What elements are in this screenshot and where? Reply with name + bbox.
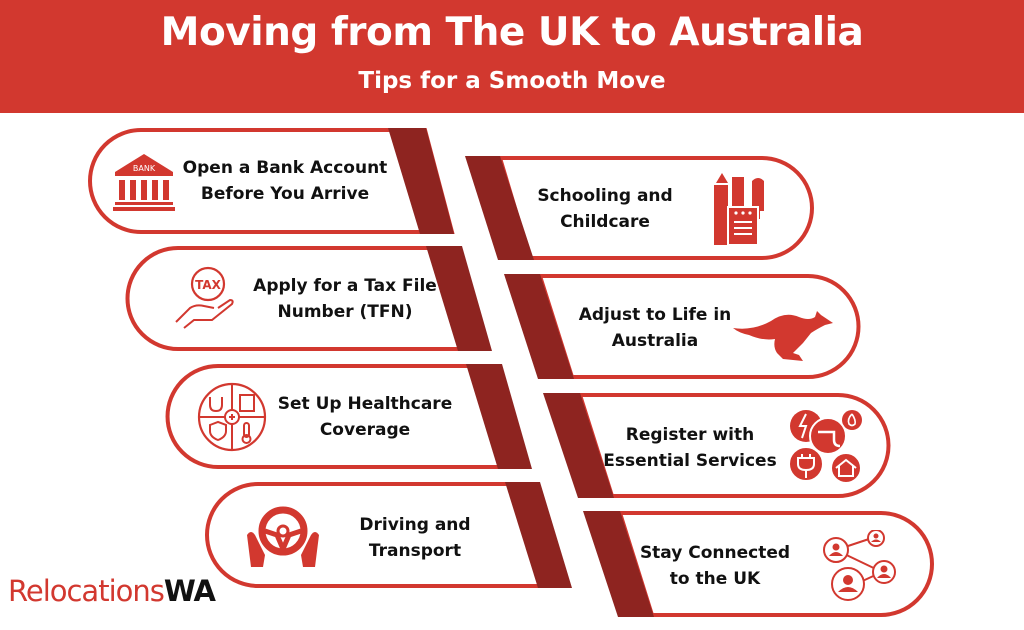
tip-title-line2: Childcare — [560, 212, 650, 232]
steering-wheel-icon — [247, 506, 319, 567]
tip-title-line2: to the UK — [669, 569, 761, 589]
tip-title-line1: Adjust to Life in — [578, 305, 732, 325]
utilities-icon — [788, 410, 862, 484]
tip-title-line1: Driving and — [359, 515, 471, 535]
left-pill-2 — [125, 246, 492, 351]
svg-text:BANK: BANK — [133, 164, 156, 173]
page-title: Moving from The UK to Australia — [160, 10, 864, 55]
kangaroo-icon — [733, 311, 833, 361]
page-subtitle: Tips for a Smooth Move — [358, 68, 666, 94]
logo-text-relocations: Relocations — [8, 574, 165, 608]
tip-title-line2: Coverage — [319, 420, 411, 440]
svg-text:TAX: TAX — [195, 278, 222, 292]
header-banner: Moving from The UK to Australia Tips for… — [0, 0, 1024, 113]
tip-title-line2: Number (TFN) — [277, 302, 413, 322]
left-pill-1 — [88, 128, 455, 234]
tip-title-line2: Australia — [611, 331, 699, 351]
tip-title-line2: Before You Arrive — [200, 184, 370, 204]
left-pill-3 — [165, 364, 532, 469]
tip-title-line1: Set Up Healthcare — [277, 394, 453, 414]
relocations-wa-logo: RelocationsWA — [8, 574, 216, 608]
tip-title-line1: Open a Bank Account — [182, 158, 388, 178]
tip-title-line1: Stay Connected — [639, 543, 791, 563]
tip-title-line1: Register with — [625, 425, 755, 445]
school-supplies-icon — [714, 173, 764, 246]
tip-title-line2: Transport — [368, 541, 462, 561]
network-people-icon — [823, 530, 896, 601]
tip-title-line2: Essential Services — [603, 451, 777, 471]
tip-title-line1: Apply for a Tax File — [253, 276, 437, 296]
healthcare-icon — [197, 382, 267, 452]
bank-icon: BANK — [113, 154, 175, 211]
logo-text-wa: WA — [163, 574, 216, 608]
tip-title-line1: Schooling and — [537, 186, 673, 206]
left-pill-4 — [205, 482, 572, 588]
tax-hand-icon: TAX — [175, 266, 234, 329]
